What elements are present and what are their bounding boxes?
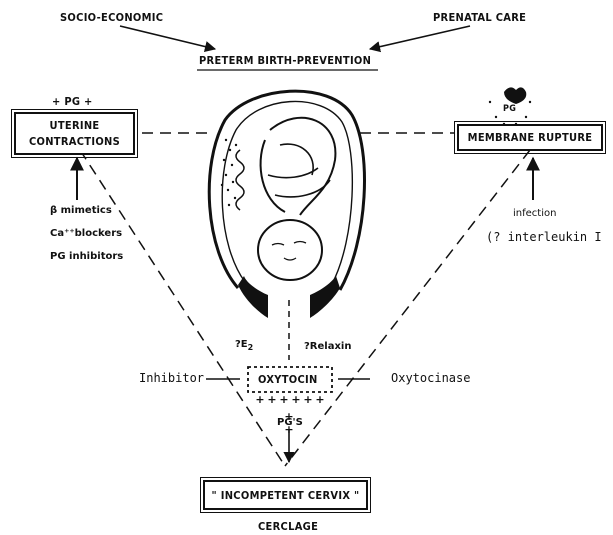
- plus-pattern: ++++++ ++: [255, 393, 324, 436]
- svg-text:+: +: [315, 393, 324, 406]
- relaxin-label: ?Relaxin: [304, 342, 351, 352]
- prenatal-care-label: PRENATAL CARE: [433, 12, 526, 23]
- page-title: PRETERM BIRTH-PREVENTION: [199, 55, 371, 66]
- socio-arrow: [120, 26, 215, 49]
- blob-icon: [504, 87, 526, 104]
- oxytocinase-label: Oxytocinase: [391, 372, 470, 384]
- uterine-label-1: UTERINE: [50, 119, 100, 132]
- svg-text:+: +: [279, 393, 288, 406]
- uterine-label-2: CONTRACTIONS: [29, 135, 120, 148]
- prenatal-arrow: [370, 26, 470, 49]
- incompetent-cervix-label: " INCOMPETENT CERVIX ": [212, 489, 360, 502]
- interleukin-label: (? interleukin I: [486, 231, 602, 243]
- infection-label: infection: [513, 209, 556, 219]
- pgs-label: PG'S: [277, 418, 303, 428]
- membrane-rupture-box: MEMBRANE RUPTURE: [457, 124, 603, 151]
- beta-mimetics-label: β mimetics: [50, 206, 112, 216]
- membrane-rupture-label: MEMBRANE RUPTURE: [468, 131, 593, 144]
- svg-text:+: +: [255, 393, 264, 406]
- incompetent-cervix-box: " INCOMPETENT CERVIX ": [203, 480, 368, 510]
- svg-text:+: +: [303, 393, 312, 406]
- e2-label: ?E2: [235, 340, 253, 352]
- svg-text:+: +: [267, 393, 276, 406]
- uterus-fetus-illustration: [209, 91, 364, 318]
- svg-text:+: +: [291, 393, 300, 406]
- socio-economic-label: SOCIO-ECONOMIC: [60, 12, 163, 23]
- pg-inhibitors-label: PG inhibitors: [50, 252, 123, 262]
- oxytocin-label: OXYTOCIN: [258, 374, 318, 385]
- cerclage-label: CERCLAGE: [258, 521, 318, 532]
- uterine-pg-label: + PG +: [52, 96, 93, 107]
- inhibitor-label: Inhibitor: [139, 372, 204, 384]
- dashed-triangle: [80, 133, 530, 466]
- uterine-contractions-box: UTERINE CONTRACTIONS: [14, 112, 135, 155]
- ca-blockers-label: Ca⁺⁺blockers: [50, 229, 122, 239]
- membrane-pg-label: PG: [503, 105, 516, 114]
